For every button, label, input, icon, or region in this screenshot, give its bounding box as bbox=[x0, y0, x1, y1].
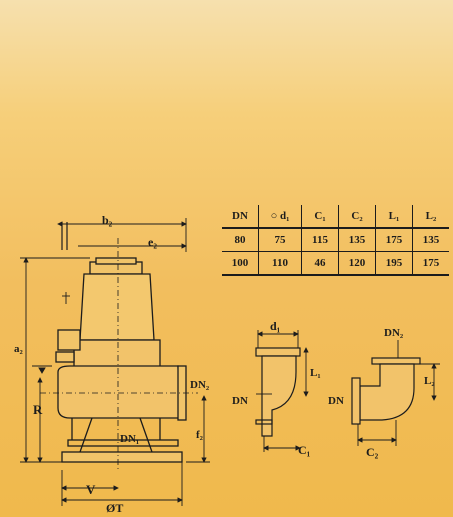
OT-label: ØT bbox=[106, 501, 123, 515]
pump-body bbox=[55, 257, 187, 463]
table-cell: 175 bbox=[412, 251, 449, 276]
table-cell: 175 bbox=[375, 228, 413, 252]
table-cell: 135 bbox=[412, 228, 449, 252]
table-header: DN bbox=[222, 205, 259, 229]
L1-label: L₁ bbox=[310, 367, 321, 379]
elbow-1-drawing bbox=[255, 347, 301, 437]
table-cell: 135 bbox=[338, 228, 376, 252]
V-label: V bbox=[86, 482, 96, 497]
b2-label: b₂ bbox=[102, 213, 113, 227]
table-header: L₂ bbox=[412, 205, 449, 229]
table-row: 80 75 115 135 175 135 bbox=[222, 228, 449, 252]
table-header: L₁ bbox=[375, 205, 413, 229]
table-cell: 195 bbox=[375, 251, 413, 276]
dn2-pump-label: DN₂ bbox=[190, 379, 210, 391]
R-label: R bbox=[33, 402, 43, 417]
a2-label: a₂ bbox=[14, 343, 24, 355]
C2-label: C₂ bbox=[366, 445, 379, 459]
table-cell: 115 bbox=[301, 228, 339, 252]
dn-elbow2-label: DN bbox=[328, 395, 344, 407]
table-header-row: DN ○ d₁ C₁ C₂ L₁ L₂ bbox=[222, 205, 449, 229]
elbow-2-drawing bbox=[351, 357, 421, 425]
dn1-pump-label: DN₁ bbox=[120, 433, 139, 445]
table-header: C₁ bbox=[301, 205, 339, 229]
dn2-elbow2-label: DN₂ bbox=[384, 327, 404, 339]
table-cell: 75 bbox=[258, 228, 302, 252]
guide-rails bbox=[61, 222, 68, 250]
pump-centerlines bbox=[40, 238, 198, 470]
water-level-marker bbox=[32, 292, 70, 374]
dimensions-table: DN ○ d₁ C₁ C₂ L₁ L₂ 80 75 115 135 175 13… bbox=[222, 205, 449, 276]
L2-label: L₂ bbox=[424, 375, 435, 387]
d1-label: d₁ bbox=[270, 319, 281, 333]
table-row: 100 110 46 120 195 175 bbox=[222, 251, 449, 276]
table-header: ○ d₁ bbox=[258, 205, 302, 229]
dn-elbow1-label: DN bbox=[232, 395, 248, 407]
table-cell: 120 bbox=[338, 251, 376, 276]
table-header: C₂ bbox=[338, 205, 376, 229]
table-cell: 46 bbox=[301, 251, 339, 276]
table-cell: 110 bbox=[258, 251, 302, 276]
f2-label: f₂ bbox=[196, 429, 204, 441]
table-cell: 100 bbox=[222, 251, 259, 276]
table-cell: 80 bbox=[222, 228, 259, 252]
C1-label: C₁ bbox=[298, 443, 311, 457]
e2-label: e₂ bbox=[148, 235, 157, 249]
